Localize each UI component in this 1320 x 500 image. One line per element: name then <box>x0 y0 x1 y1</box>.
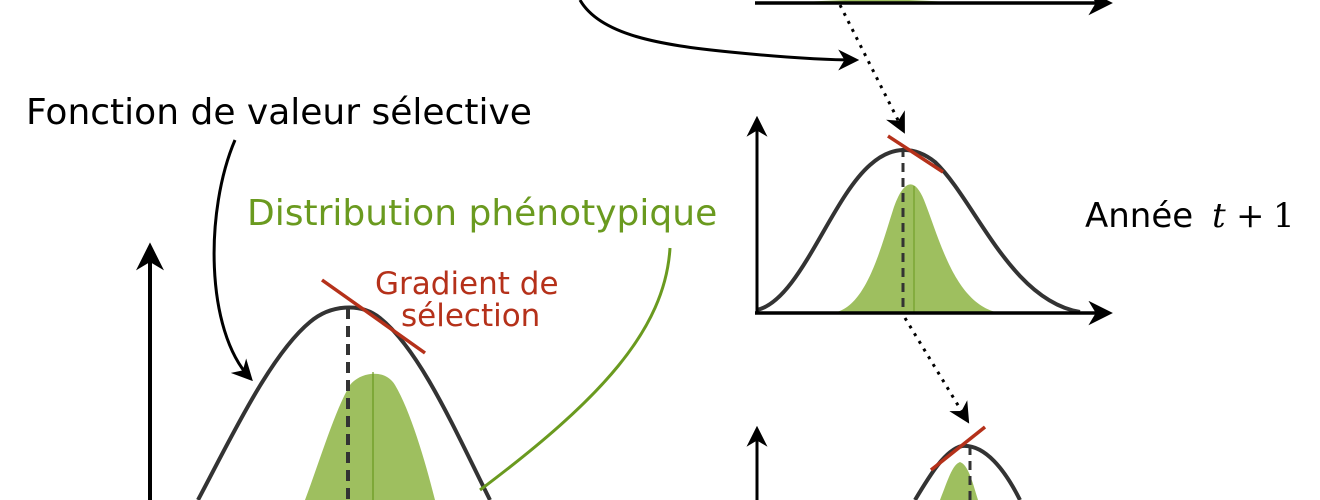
gradient-label-line1: Gradient de <box>375 266 559 302</box>
middle-plot <box>746 115 1113 326</box>
main-plot-distribution <box>305 373 435 500</box>
year-one: 1 <box>1273 196 1295 236</box>
phenotypic-distribution-label: Distribution phénotypique <box>247 193 717 234</box>
main-plot-fitness-curve <box>196 305 492 500</box>
bottom-right-plot-gradient-line <box>929 425 987 472</box>
year-label: Année t + 1 <box>1085 196 1295 236</box>
year-word: Année <box>1085 196 1193 236</box>
bottom-right-plot-distribution <box>940 462 978 500</box>
year-variable: t <box>1212 196 1226 236</box>
gradient-label-line2: sélection <box>401 298 540 334</box>
fitness-function-label: Fonction de valeur sélective <box>26 92 532 133</box>
middle-plot-gradient-line <box>887 134 944 174</box>
main-plot-gradient-line <box>320 278 427 355</box>
curved-arrow-top <box>578 0 860 71</box>
main-plot <box>136 242 492 500</box>
dotted-arrow-1 <box>838 4 905 134</box>
bottom-right-plot <box>746 425 1022 500</box>
distribution-pointer-line <box>479 247 672 492</box>
fitness-arrow <box>212 139 253 382</box>
dotted-arrow-2 <box>903 317 970 424</box>
top-plot <box>755 0 1113 16</box>
year-plus: + <box>1236 196 1265 236</box>
middle-plot-distribution <box>830 184 1000 313</box>
